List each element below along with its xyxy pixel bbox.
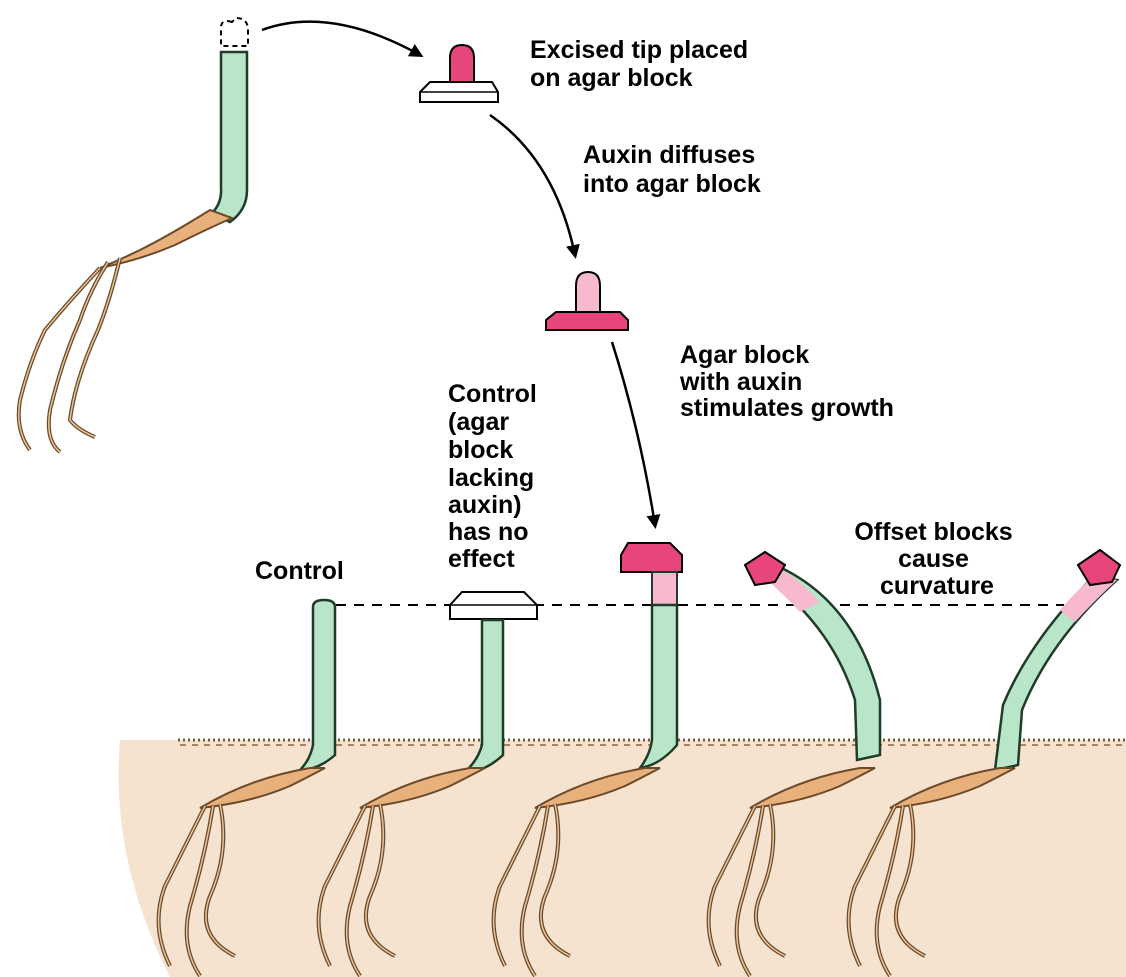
seedling-offset-left: [745, 552, 880, 760]
tip-on-auxin-block: [546, 272, 628, 330]
label-control-block: Control (agar block lacking auxin) has n…: [448, 380, 544, 573]
arrow-excise: [262, 22, 420, 55]
seedling-offset-right: [995, 550, 1120, 770]
seedling-auxin-block: [621, 543, 682, 768]
label-excised-tip: Excised tip placed on agar block: [530, 36, 755, 92]
label-control: Control: [255, 557, 344, 585]
seedling-initial: [19, 18, 248, 452]
arrow-diffuse: [490, 115, 575, 255]
label-auxin-diffuses: Auxin diffuses into agar block: [583, 141, 762, 198]
label-offset-blocks: Offset blocks cause curvature: [854, 518, 1019, 600]
arrow-apply: [612, 342, 655, 525]
label-agar-stimulates: Agar block with auxin stimulates growth: [679, 341, 894, 422]
tip-on-plain-block: [420, 45, 498, 102]
